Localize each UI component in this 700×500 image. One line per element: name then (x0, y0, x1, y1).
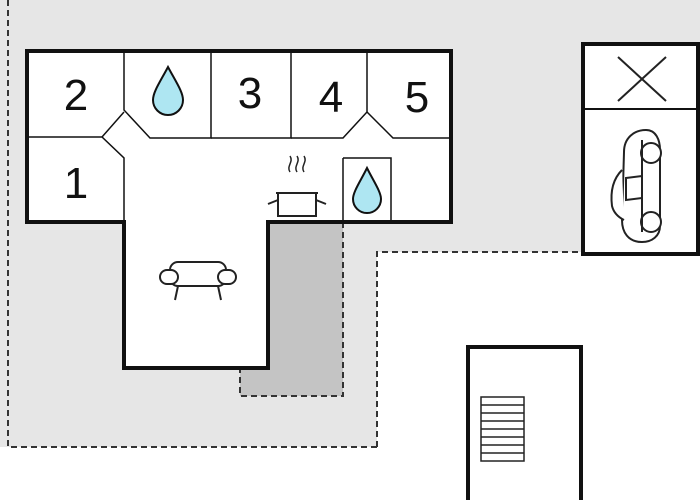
room-number-2: 2 (64, 71, 88, 120)
room-number-1: 1 (64, 159, 88, 208)
cooking-pot-icon (267, 155, 327, 217)
car-icon (610, 128, 662, 244)
water-drop-icon (151, 64, 185, 116)
house-outline (25, 49, 453, 370)
room-number-3: 3 (238, 69, 262, 118)
outdoor-boundary-left (7, 0, 377, 448)
room-number-5: 5 (405, 73, 429, 122)
terrace (240, 222, 343, 396)
terrace-boundary (239, 222, 344, 397)
interior-walls (29, 53, 449, 222)
cross-icon (617, 56, 667, 102)
water-drop-icon (351, 165, 383, 214)
room-number-4: 4 (319, 73, 343, 122)
staircase-icon (480, 396, 525, 462)
sofa-icon (159, 261, 237, 301)
